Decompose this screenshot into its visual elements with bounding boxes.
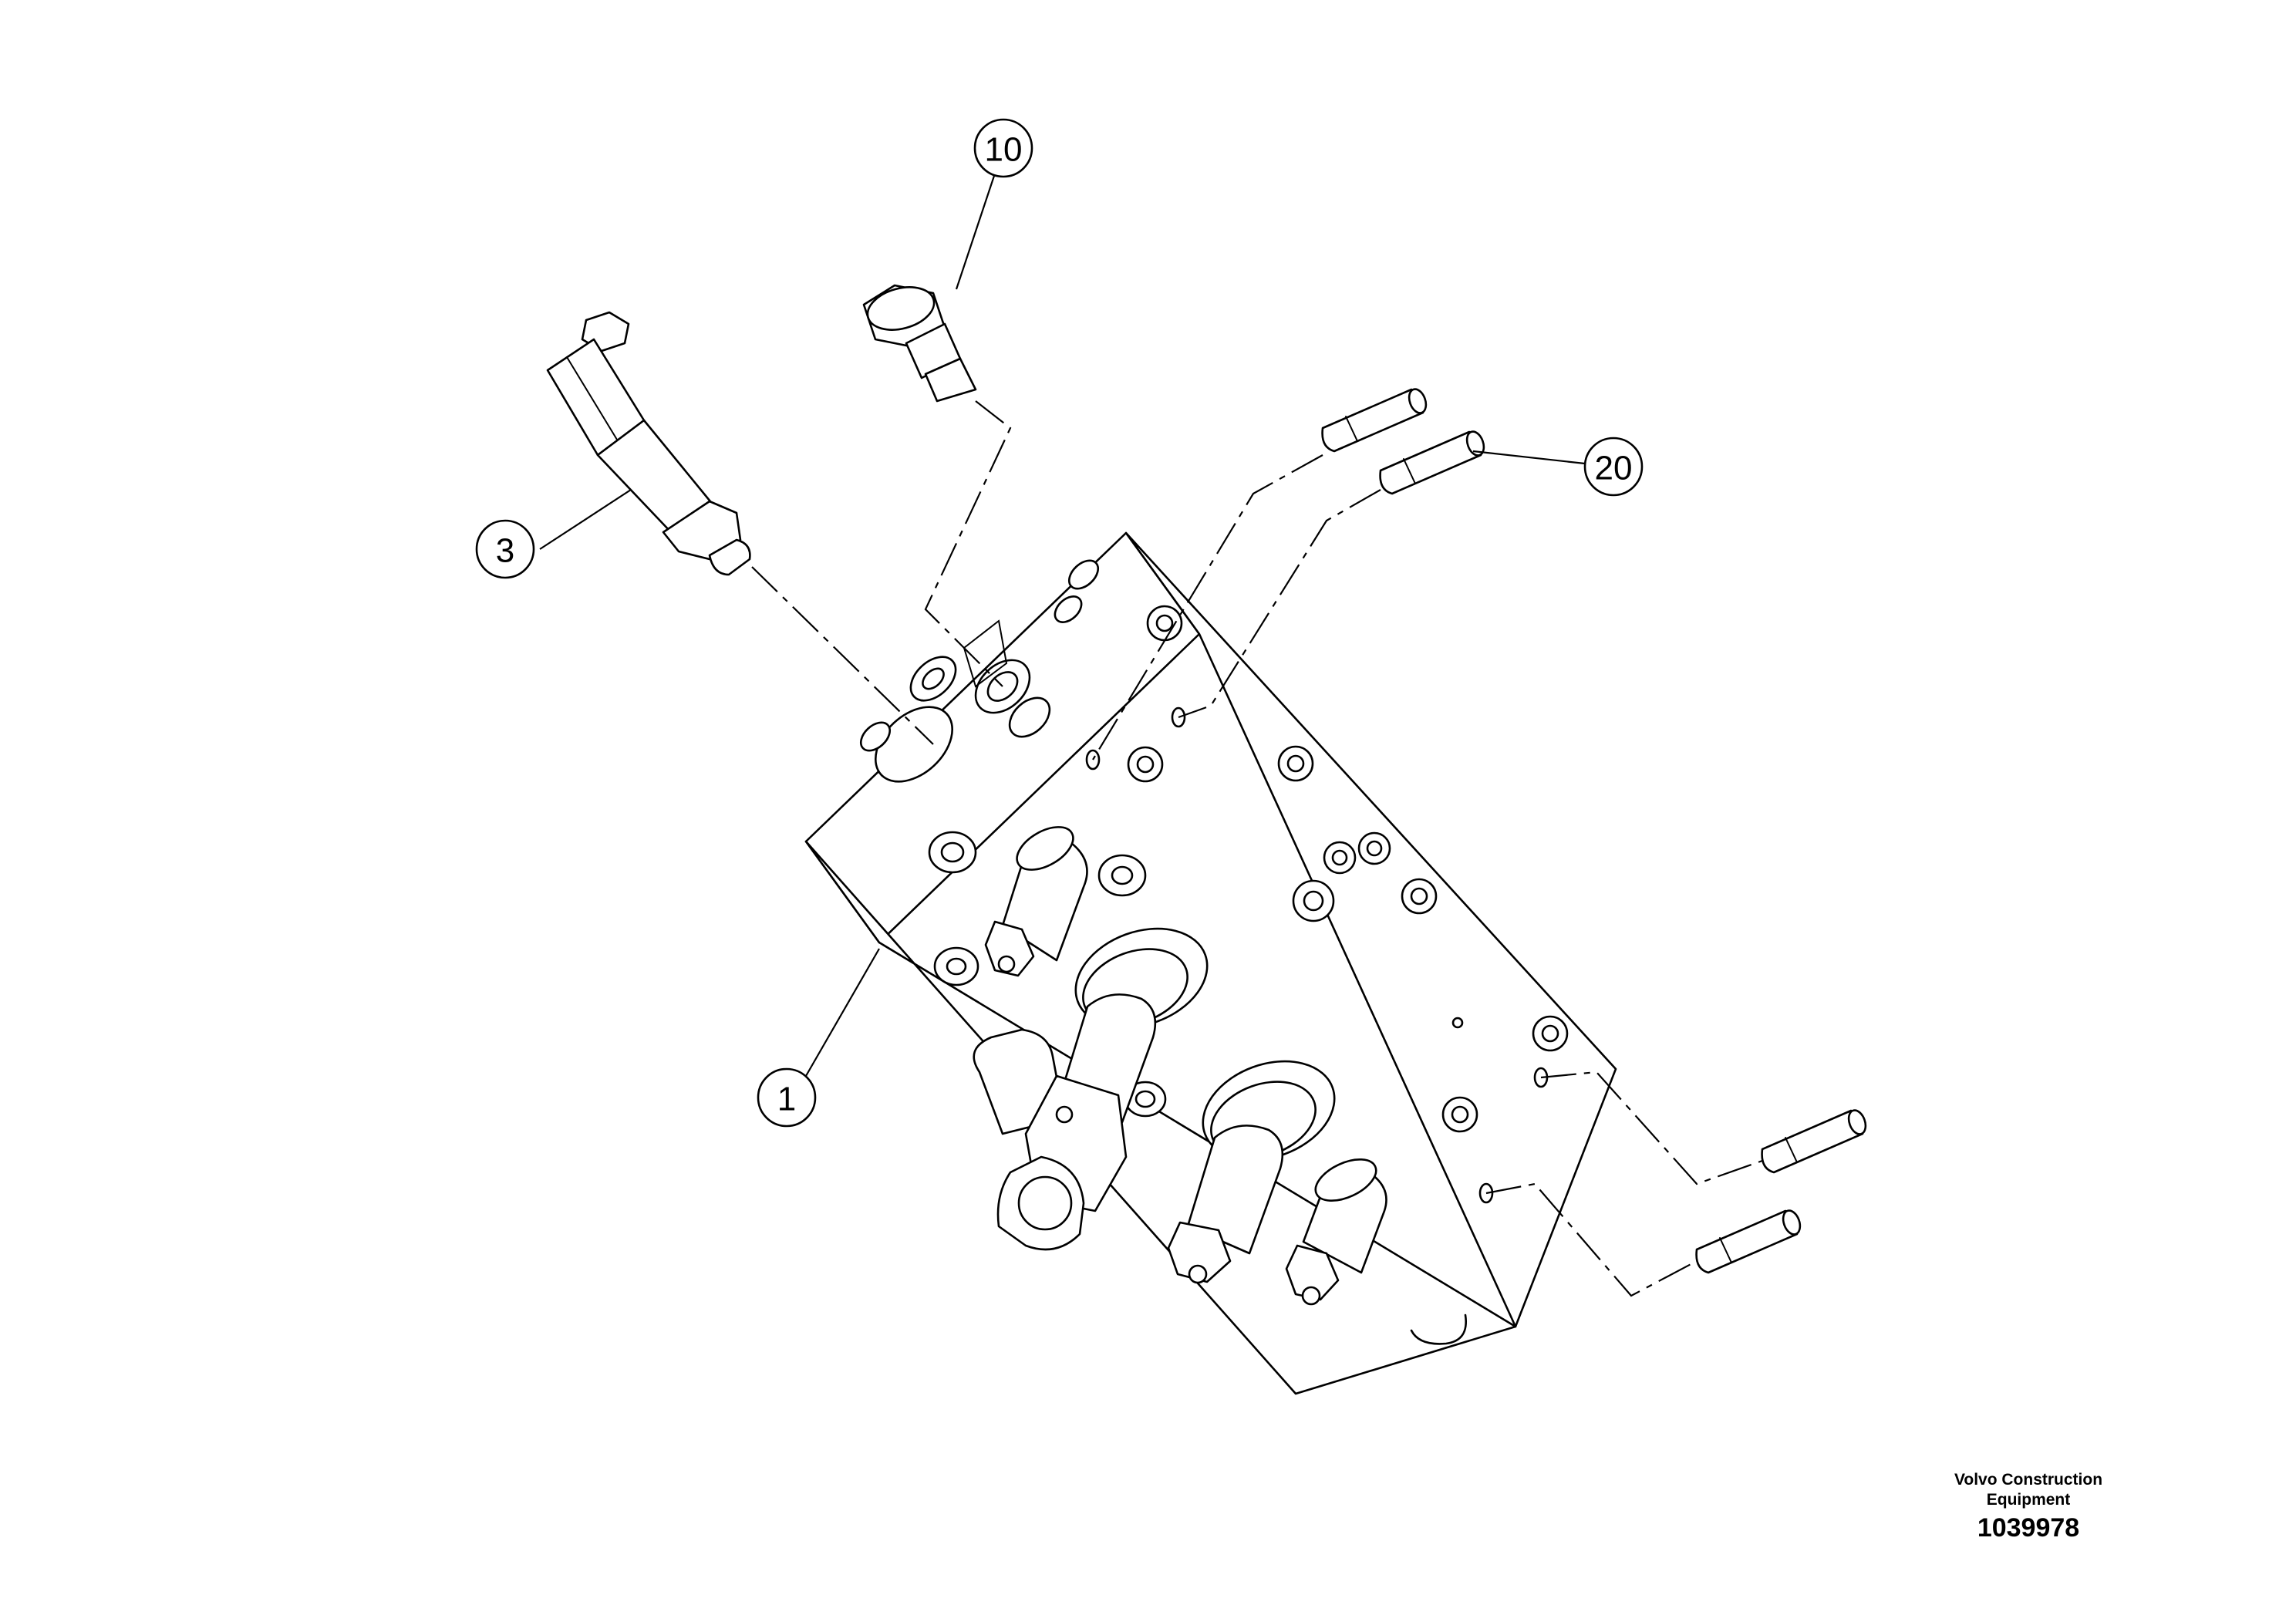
hand-valve — [973, 1028, 1128, 1251]
bottom-boss — [1410, 1313, 1468, 1345]
cartridge-flange — [662, 500, 742, 561]
cartridge-valve-lower — [1167, 1060, 1336, 1284]
part-20-pin-upper-b — [1379, 430, 1485, 495]
callout-20-label: 20 — [1595, 450, 1633, 487]
callout-leaders — [539, 173, 1586, 1077]
callout-10-label: 10 — [985, 131, 1023, 169]
callout-20[interactable]: 20 — [1583, 437, 1644, 497]
top-port — [1008, 696, 1051, 738]
solenoid-upper — [984, 826, 1088, 977]
top-port — [1054, 595, 1083, 623]
front-face-ports — [928, 831, 1167, 1118]
part-3-cartridge — [546, 311, 751, 576]
brand-line-1: Volvo Construction — [1954, 1471, 2103, 1489]
top-marking — [963, 619, 1008, 688]
assembly-lines — [751, 400, 1763, 1297]
top-port — [859, 721, 892, 752]
part-20-pin-lower-a — [1761, 1109, 1867, 1174]
top-port — [1067, 559, 1100, 590]
top-port-inner — [922, 667, 945, 690]
callout-1-label: 1 — [777, 1081, 796, 1118]
top-port-large — [874, 706, 954, 783]
brand-line-2: Equipment — [1986, 1491, 2071, 1509]
cartridge-tip — [708, 538, 751, 576]
part-10-fitting — [862, 284, 977, 403]
fitting-thread — [924, 357, 977, 403]
callout-3-label: 3 — [496, 532, 514, 570]
solenoid-lower — [1285, 1158, 1387, 1306]
block-edge — [878, 942, 1516, 1327]
callout-1[interactable]: 1 — [757, 1067, 817, 1128]
callout-3[interactable]: 3 — [475, 519, 535, 579]
brand-caption: Volvo Construction Equipment — [1905, 1470, 2152, 1510]
drawing-number: 1039978 — [1977, 1513, 2080, 1543]
callout-10[interactable]: 10 — [973, 118, 1033, 178]
part-20-pin-lower-b — [1695, 1209, 1802, 1274]
part-20-pin-upper-a — [1321, 388, 1428, 453]
